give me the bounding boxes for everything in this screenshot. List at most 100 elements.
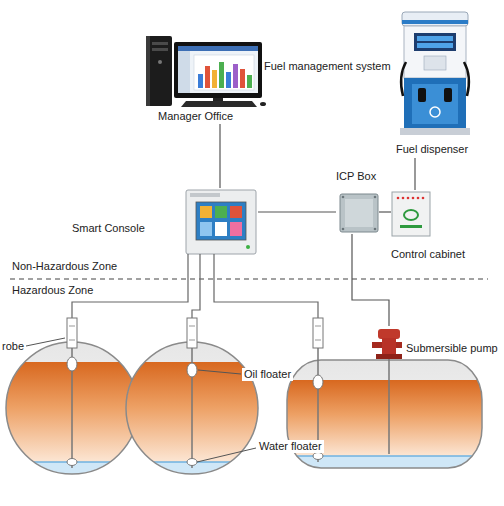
round-tank (120, 340, 260, 480)
leader-line (197, 448, 256, 462)
round-tank (120, 340, 260, 480)
computer-icon (146, 36, 172, 106)
icp-box-icon (342, 196, 345, 199)
level-probe (69, 326, 75, 327)
cylinder-tank (287, 360, 482, 470)
smart-console-icon (200, 206, 212, 218)
fuel-dispenser: Fuel dispenser (392, 8, 484, 158)
pump-icon (396, 342, 402, 348)
pump-icon (388, 358, 390, 454)
round-tank (0, 340, 140, 480)
control-cabinet-icon (407, 197, 410, 200)
fuel-dispenser-icon (418, 88, 426, 102)
fuel-dispenser-icon (430, 107, 440, 117)
node-label: Control cabinet (391, 248, 465, 261)
round-tank (120, 362, 260, 462)
node-label: Submersible pump (406, 342, 498, 355)
node-label: Fuel dispenser (396, 143, 468, 156)
zone-label: Hazardous Zone (12, 284, 93, 297)
smart-console-icon (230, 206, 242, 218)
icp-box: ICP Box (336, 168, 379, 234)
fuel-dispenser-icon (444, 88, 452, 102)
computer-icon (152, 48, 168, 51)
level-probe (315, 326, 321, 327)
round-tank (126, 342, 258, 474)
computer-icon (194, 55, 254, 90)
control-cabinet-icon (422, 197, 425, 200)
level-probe (189, 326, 195, 327)
fuel-dispenser-icon (400, 12, 470, 135)
level-probe (187, 459, 197, 466)
control-cabinet-icon (392, 192, 430, 236)
smart-console-icon (186, 190, 256, 254)
icp-box-icon (374, 228, 377, 231)
leader-line (26, 338, 65, 346)
part-label: robe (2, 340, 24, 353)
control-cabinet-icon (402, 197, 405, 200)
smart-console-icon (200, 222, 212, 236)
node-label: ICP Box (336, 170, 376, 183)
control-cabinet-icon (412, 197, 415, 200)
computer-icon (247, 75, 252, 88)
computer-icon (233, 64, 238, 88)
fuel-dispenser-icon (414, 33, 456, 51)
part-label: Water floater (257, 440, 324, 453)
smart-console-icon (215, 222, 227, 236)
computer-icon (181, 101, 257, 107)
fuel-dispenser-icon (424, 56, 446, 70)
pump-icon (372, 342, 382, 348)
connector-line (414, 158, 415, 190)
round-tank (0, 362, 140, 462)
level-probe (313, 318, 323, 348)
icp-box-icon (340, 194, 378, 232)
zone-label: Non-Hazardous Zone (12, 260, 117, 273)
computer-icon (226, 72, 231, 88)
computer-icon (152, 42, 168, 45)
pump-icon (376, 354, 402, 359)
connector-line (379, 211, 391, 212)
leader-line (26, 338, 256, 462)
node-label: Fuel management system (264, 60, 391, 73)
probe-wire (214, 254, 318, 318)
level-probe (187, 318, 197, 468)
computer-icon (212, 70, 217, 88)
level-probe (67, 318, 77, 468)
icp-box-icon (374, 196, 377, 199)
fuel-dispenser-icon (417, 43, 453, 48)
fuel-dispenser-icon (402, 20, 468, 24)
computer-icon (240, 69, 245, 88)
smart-console-icon (246, 245, 250, 249)
control-cabinet-icon (417, 197, 420, 200)
computer-icon (174, 42, 262, 98)
node-sublabel: Manager Office (158, 110, 233, 123)
round-tank (0, 340, 140, 480)
fuel-dispenser-icon (400, 128, 470, 135)
pump-icon (378, 329, 400, 339)
level-probe (67, 459, 77, 466)
round-tank (6, 342, 138, 474)
computer-icon (178, 46, 258, 51)
control-cabinet-icon (397, 197, 400, 200)
connector-line (219, 124, 220, 188)
fuel-dispenser-icon (404, 26, 466, 78)
control-cabinet-icon (392, 192, 430, 236)
round-tank (0, 340, 140, 480)
pump-icon (372, 329, 402, 454)
computer-node: Fuel management systemManager Office (145, 34, 393, 124)
control-cabinet: Control cabinet (391, 190, 469, 262)
level-probe (189, 340, 195, 341)
fuel-dispenser-icon (401, 62, 406, 96)
level-probe (69, 340, 75, 341)
smart-console-icon (190, 193, 220, 197)
computer-icon (178, 51, 190, 93)
computer-icon (205, 66, 210, 88)
level-probe (67, 357, 77, 371)
level-probe (187, 363, 197, 377)
leader-line (198, 370, 241, 374)
icp-box-icon (340, 194, 378, 232)
control-cabinet-icon (404, 210, 418, 220)
computer-icon (178, 46, 258, 93)
smart-console-icon (196, 202, 246, 240)
level-probe (67, 318, 77, 348)
